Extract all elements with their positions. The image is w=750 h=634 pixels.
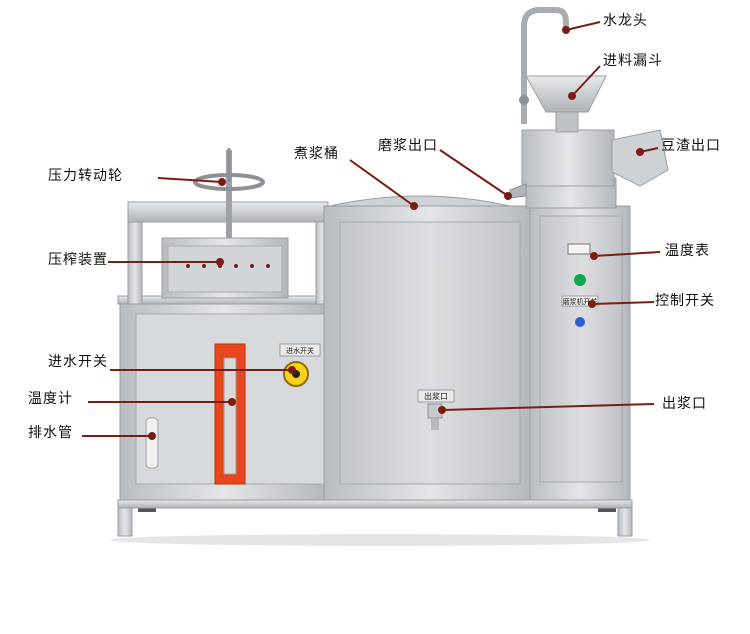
leader-dot-drain [148,432,156,440]
leader-hopper [571,65,601,97]
label-residue-outlet: 豆渣出口 [661,138,721,154]
label-temperature-meter: 温度计 [28,391,73,407]
leader-faucet [565,21,601,31]
middle-cabinet-door [339,221,521,485]
leader-dot-temp-gauge [590,252,598,260]
leader-dot-faucet [562,26,570,34]
temperature-display [567,243,591,255]
floor-shadow [110,534,650,546]
leader-grinding [439,149,509,197]
green-button[interactable] [574,274,586,286]
leader-dot-grinding [504,192,512,200]
inlet-plate-text: 进水开关 [286,346,314,355]
grinder-switch-text: 磨浆机开关 [563,297,598,306]
leader-lines [82,21,661,440]
press-box-inner [167,245,283,293]
leader-dot-press [216,258,224,266]
leader-dot-thermo [228,398,236,406]
leader-temp-gauge [593,251,661,257]
base-rail [117,499,633,509]
hopper-neck [555,111,579,133]
faucet-valve[interactable] [519,95,529,105]
leader-outlet [441,403,655,411]
grinder-body [521,129,615,187]
inlet-plate [279,343,321,357]
label-control-switch: 控制开关 [655,293,715,309]
leader-dot-inlet [288,366,296,374]
leader-wheel [157,177,223,183]
leader-dot-wheel [218,178,226,186]
leader-dot-control [588,300,596,308]
leader-dot-residue [636,148,644,156]
leader-dot-hopper [568,92,576,100]
drain-pipe-shape [145,417,159,469]
label-pressure-wheel: 压力转动轮 [48,168,123,184]
label-press-device: 压榨装置 [48,252,108,268]
label-slurry-outlet: 出浆口 [662,396,707,412]
label-water-inlet-switch: 进水开关 [48,354,108,370]
leader-tank [349,159,415,207]
press-screw [226,150,232,240]
grinding-spout [509,183,527,199]
label-faucet: 水龙头 [603,13,648,29]
residue-chute [611,129,669,187]
boiling-tank-lid [329,195,511,207]
grinder-switch-plate [561,295,599,307]
label-boiling-tank: 煮浆桶 [294,146,339,162]
faucet-pipe [521,7,569,124]
label-thermometer-gauge: 温度表 [665,243,710,259]
label-grinding-outlet: 磨浆出口 [378,138,438,154]
blue-button[interactable] [575,317,585,327]
right-cabinet-panel [539,215,623,483]
outlet-plate [417,389,455,403]
thermometer-tube [223,357,237,475]
outlet-plate-text: 出浆口 [424,391,448,401]
label-drain-pipe: 排水管 [28,425,73,441]
leader-dot-outlet [438,406,446,414]
leader-control [591,301,655,305]
leader-dot-tank [410,202,418,210]
hopper-shape [525,75,607,113]
outlet-nozzle [431,418,439,430]
label-hopper: 进料漏斗 [603,53,663,69]
